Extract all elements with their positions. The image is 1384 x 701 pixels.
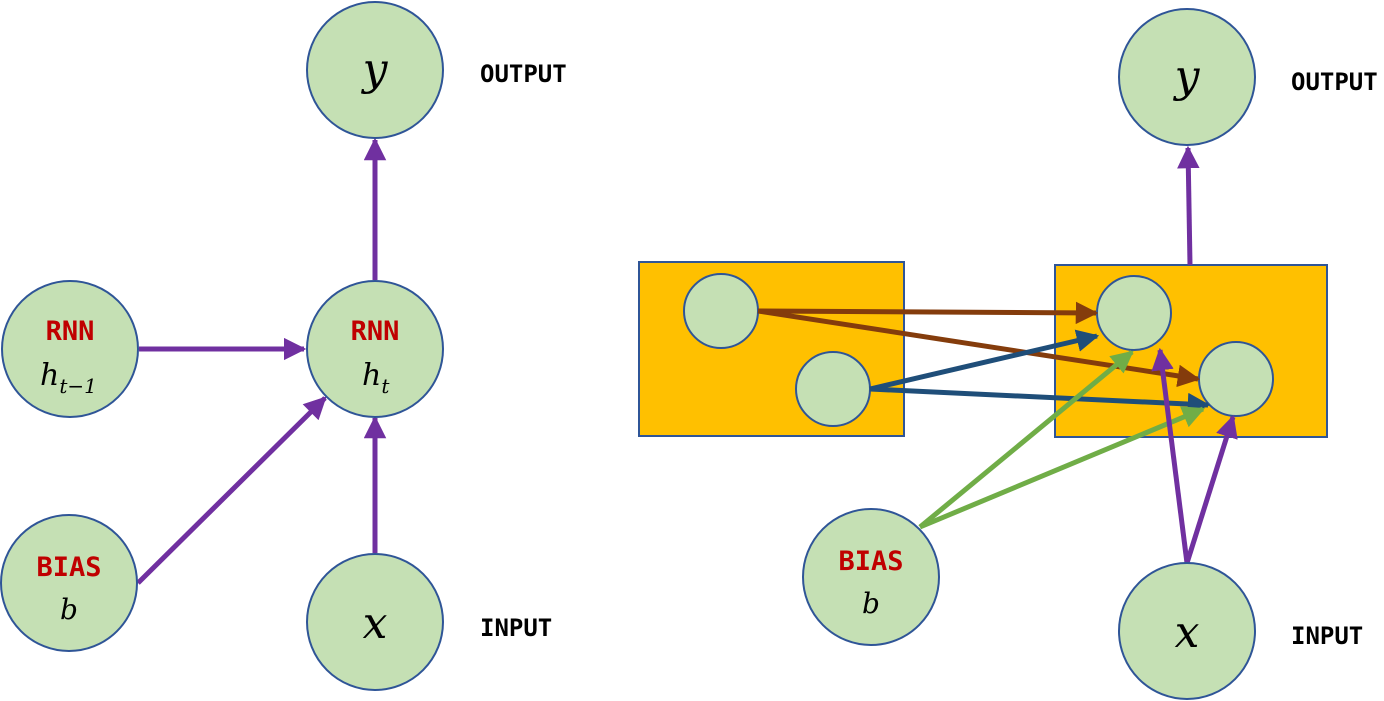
left-input-label: INPUT — [480, 614, 552, 642]
right-output-node — [1118, 8, 1256, 146]
left-hidden-rnn-label: RNN — [351, 316, 400, 347]
current-hidden-unit-1 — [1096, 275, 1172, 351]
left-diagram: y OUTPUT RNN ht RNN ht−1 BIAS b x INPUT — [0, 1, 567, 691]
prev-hidden-unit-1 — [683, 273, 759, 349]
right-bias-node — [802, 508, 940, 646]
current-hidden-unit-2 — [1198, 341, 1274, 417]
left-input-var: x — [363, 598, 388, 649]
right-input-node — [1118, 562, 1256, 700]
arrow-input-to-cur1 — [1151, 347, 1190, 564]
right-bias-label: BIAS — [838, 546, 903, 577]
arrow-prev2-to-cur2 — [869, 386, 1211, 416]
right-bias-var: b — [862, 587, 880, 620]
current-layer-box — [1054, 264, 1328, 438]
left-output-label: OUTPUT — [480, 60, 567, 88]
left-hidden-var: ht — [362, 358, 390, 398]
left-prev-hidden-var: ht−1 — [40, 358, 97, 398]
arrow-prev2-to-cur1 — [869, 329, 1100, 392]
left-output-node — [306, 1, 444, 139]
left-prev-hidden-node — [1, 280, 139, 418]
right-output-var: y — [1173, 51, 1201, 102]
arrow-prev1-to-cur1 — [757, 301, 1099, 325]
left-bias-label: BIAS — [36, 552, 101, 583]
right-output-label: OUTPUT — [1291, 68, 1378, 96]
right-diagram: y OUTPUT BIAS b x INPUT — [638, 8, 1378, 700]
arrow-bias-to-cur2 — [919, 406, 1206, 530]
left-bias-var: b — [60, 593, 78, 626]
left-output-var: y — [361, 44, 389, 95]
arrow-bias-to-cur1 — [918, 350, 1134, 529]
right-input-var: x — [1175, 607, 1200, 658]
left-input-node — [306, 553, 444, 691]
arrow-layer-to-output — [1177, 145, 1200, 266]
left-hidden-node — [306, 280, 444, 418]
prev-hidden-unit-2 — [795, 351, 871, 427]
right-input-label: INPUT — [1291, 622, 1363, 650]
arrow-bias-to-ht — [136, 396, 327, 585]
left-bias-node — [0, 514, 138, 652]
arrow-input-to-cur2 — [1184, 414, 1238, 564]
left-prev-rnn-label: RNN — [46, 316, 95, 347]
